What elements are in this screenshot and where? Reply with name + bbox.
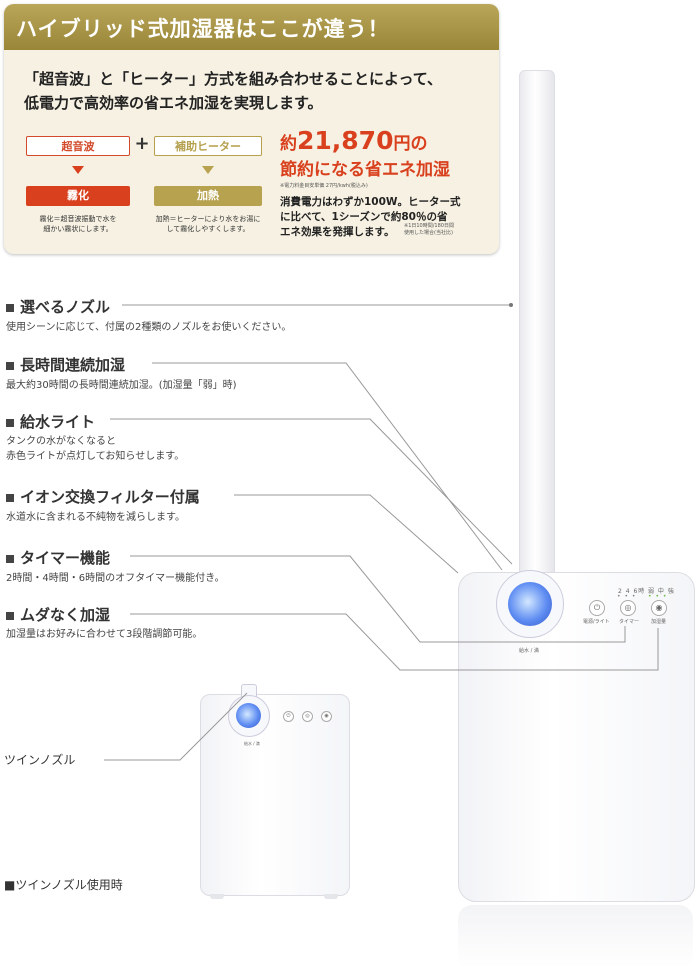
humidifier-body [458, 572, 695, 902]
feature-desc-continuous: 最大約30時間の長時間連続加湿。(加湿量「弱」時) [6, 380, 237, 391]
twin-level-button[interactable]: ◉ [321, 711, 332, 722]
feature-title-water-light: 給水ライト [6, 411, 95, 432]
savings-footnote: ※1日10時間/180日間使用した場合(当社比) [404, 223, 454, 236]
heat-label: 加熱 [154, 186, 262, 206]
twin-power-button[interactable]: ⏻ [283, 711, 294, 722]
level-dots: • • • [648, 593, 668, 600]
feature-desc-timer: 2時間・4時間・6時間のオフタイマー機能付き。 [6, 573, 225, 584]
power-button[interactable]: ⏻ [589, 600, 605, 616]
feature-desc-humidity-level: 加湿量はお好みに合わせて3段階調節可能。 [6, 629, 203, 640]
savings-heading: 節約になる省エネ加湿 [280, 160, 450, 180]
arrow-down-icon [202, 166, 214, 174]
ultrasonic-label: 超音波 [26, 136, 130, 156]
leader-line-timer [130, 555, 626, 643]
level-indicator: 弱 中 強 [648, 588, 675, 595]
twin-foot [210, 894, 224, 899]
device-reflection [458, 905, 693, 969]
twin-nozzle-label: ツインノズル [4, 753, 76, 767]
leader-line-twin [104, 692, 248, 761]
twin-nozzle-light-icon [236, 703, 261, 728]
nozzle-light-icon [508, 582, 552, 626]
feature-desc-ion-filter: 水道水に含まれる不純物を減らします。 [6, 512, 185, 523]
atomize-label: 霧化 [26, 186, 130, 206]
timer-indicator: 2 4 6時 [618, 588, 646, 595]
savings-amount: 約21,870円の [280, 126, 428, 155]
feature-title-nozzle: 選べるノズル [6, 296, 110, 317]
savings-desc: 消費電力はわずか100W。ヒーター式 に比べて、1シーズンで約80％の省 エネ効… [280, 196, 461, 238]
arrow-down-icon [72, 166, 84, 174]
leader-line-ion-filter [234, 494, 459, 574]
intro-line-2: 低電力で高効率の省エネ加湿を実現します。 [24, 94, 323, 112]
intro-line-1: 「超音波」と「ヒーター」方式を組み合わせることによって、 [24, 70, 443, 88]
twin-water-mark: 給水 / 満 [244, 741, 260, 746]
feature-desc-nozzle: 使用シーンに応じて、付属の2種類のノズルをお使いください。 [6, 322, 292, 333]
leader-dot [509, 303, 513, 307]
timer-button[interactable]: ◎ [620, 600, 636, 616]
panel-title: ハイブリッド式加湿器はここが違う！ [16, 17, 390, 41]
twin-timer-button[interactable]: ◎ [302, 711, 313, 722]
humidity-level-button[interactable]: ◉ [651, 600, 667, 616]
timer-button-label: タイマー [619, 619, 640, 625]
feature-title-humidity-level: ムダなく加湿 [6, 604, 110, 625]
leader-line-continuous [152, 362, 503, 571]
water-level-mark: 給水 / 満 [519, 648, 539, 654]
feature-desc-water-light: タンクの水がなくなると赤色ライトが点灯してお知らせします。 [6, 436, 185, 462]
feature-title-timer: タイマー機能 [6, 547, 110, 568]
plus-icon: + [134, 133, 150, 154]
heater-label: 補助ヒーター [154, 136, 262, 156]
atomize-desc: 霧化＝超音波振動で水を細かい霧状にします。 [39, 215, 117, 233]
twin-nozzle-device [200, 694, 350, 896]
power-button-label: 電源/ライト [583, 619, 610, 625]
heat-desc: 加熱＝ヒーターにより水をお湯にして霧化しやすくします。 [155, 215, 261, 233]
level-button-label: 加湿量 [651, 619, 667, 625]
twin-usage-label: ■ツインノズル使用時 [4, 878, 123, 892]
hybrid-info-panel: ハイブリッド式加湿器はここが違う！ 「超音波」と「ヒーター」方式を組み合わせるこ… [4, 4, 499, 254]
twin-foot [324, 894, 338, 899]
leader-line-humidity-level [130, 613, 659, 671]
leader-line-water-light [110, 418, 513, 565]
long-nozzle-pole [519, 70, 555, 582]
feature-title-ion-filter: イオン交換フィルター付属 [6, 486, 200, 507]
feature-title-continuous: 長時間連続加湿 [6, 354, 125, 375]
panel-header: ハイブリッド式加湿器はここが違う！ [4, 4, 499, 50]
savings-note: ※電力料金目安単価 27円/kwh(税込み) [280, 183, 368, 189]
timer-dots: • • • [617, 593, 637, 600]
